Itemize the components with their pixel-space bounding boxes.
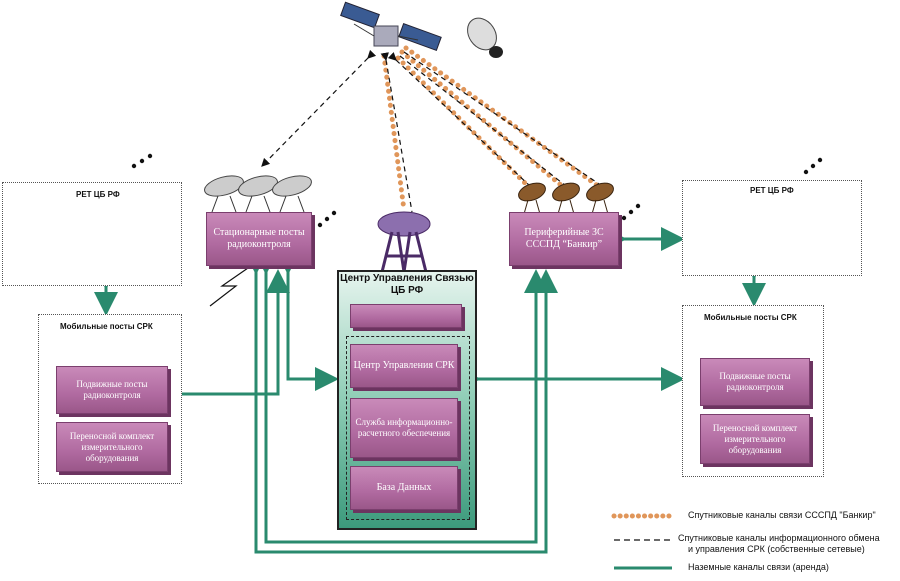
- satellite-control-links: [261, 49, 603, 213]
- legend-samples: [611, 513, 675, 570]
- ret-box-right-title: РЕТ ЦБ РФ: [750, 186, 794, 195]
- mobile-box-left-title: Мобильные посты СРК: [60, 322, 153, 331]
- legend-info-label-2: и управления СРК (собственные сетевые): [688, 544, 865, 554]
- ground-links: [94, 227, 766, 554]
- ret-box-left-title: РЕТ ЦБ РФ: [76, 190, 120, 199]
- mobile-posts-right-button[interactable]: Подвижные посты радиоконтроля: [700, 358, 810, 406]
- satellite-links: [381, 45, 601, 213]
- center-blank-button[interactable]: [350, 304, 462, 328]
- peripheral-dishes-icon: [518, 182, 614, 215]
- satellite-icon: [340, 1, 442, 52]
- central-antenna-icon: [377, 211, 431, 273]
- more-dots: [131, 153, 823, 228]
- mobile-posts-left-button[interactable]: Подвижные посты радиоконтроля: [56, 366, 168, 414]
- satellite-small-icon: [467, 17, 503, 58]
- portable-kit-right-button[interactable]: Переносной комплект измерительного обору…: [700, 414, 810, 464]
- control-center-title: Центр Управления Связью ЦБ РФ: [340, 273, 474, 296]
- center-srk-button[interactable]: Центр Управления СРК: [350, 344, 458, 388]
- legend-satellite-label: Спутниковые каналы связи СССПД "Банкир": [688, 510, 876, 520]
- control-center-inner-frame: [346, 336, 470, 520]
- stationary-dishes-icon: [204, 175, 312, 213]
- portable-kit-left-button[interactable]: Переносной комплект измерительного обору…: [56, 422, 168, 472]
- peripheral-stations-button[interactable]: Периферийные ЗС СССПД “Банкир”: [509, 212, 619, 266]
- stationary-posts-button[interactable]: Стационарные посты радиоконтроля: [206, 212, 312, 266]
- ret-box-left: [2, 182, 182, 286]
- center-database-button[interactable]: База Данных: [350, 466, 458, 510]
- mobile-box-right-title: Мобильные посты СРК: [704, 313, 797, 322]
- ret-box-right: [682, 180, 862, 276]
- radio-link-zigzag: [209, 267, 249, 307]
- legend-info-label-1: Спутниковые каналы информационного обмен…: [678, 533, 880, 543]
- center-info-service-button[interactable]: Служба информационно-расчетного обеспече…: [350, 398, 458, 458]
- legend-ground-label: Наземные каналы связи (аренда): [688, 562, 829, 572]
